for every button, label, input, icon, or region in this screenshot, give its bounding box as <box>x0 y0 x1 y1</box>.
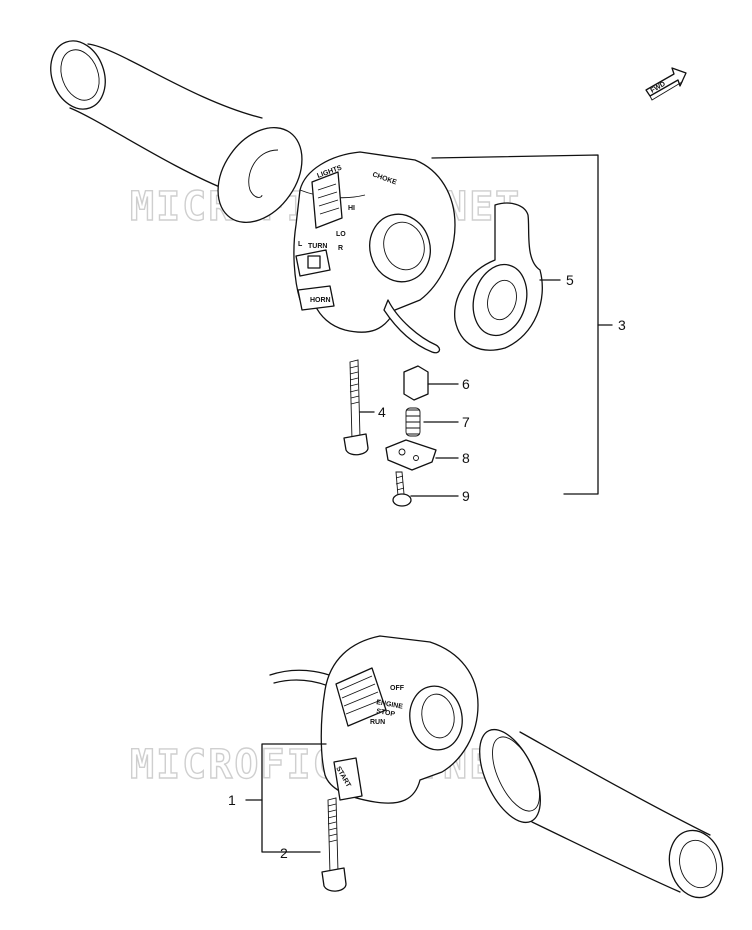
hi-label: HI <box>348 205 355 212</box>
part-6-illustration <box>403 365 429 401</box>
part-2-illustration <box>321 797 347 892</box>
part-1-bracket <box>261 743 327 853</box>
turn-left-mark: L <box>298 241 303 248</box>
off-label: OFF <box>390 685 405 692</box>
right-switch-housing-illustration: OFF ENGINE STOP RUN START <box>269 635 479 804</box>
part-5-illustration <box>454 202 543 351</box>
callout-9: 9 <box>462 488 470 504</box>
turn-right-mark: R <box>338 245 343 252</box>
callout-1: 1 <box>228 792 236 808</box>
callout-6: 6 <box>462 376 470 392</box>
part-9-illustration <box>392 471 412 507</box>
part-8-illustration <box>385 439 437 471</box>
engine-label: ENGINE <box>376 699 404 711</box>
run-label: RUN <box>370 719 385 726</box>
fwd-arrow-icon: FWD <box>645 67 687 101</box>
left-switch-housing-illustration: CHOKE LIGHTS HI LO TURN L R HORN <box>293 151 456 354</box>
horn-label: HORN <box>310 297 331 304</box>
callout-2: 2 <box>280 845 288 861</box>
part-7-illustration <box>405 407 421 437</box>
callout-4: 4 <box>378 404 386 420</box>
callout-3: 3 <box>618 317 626 333</box>
callout-7: 7 <box>462 414 470 430</box>
right-grip-illustration <box>479 728 724 899</box>
left-grip-illustration <box>50 40 303 223</box>
turn-label: TURN <box>308 243 327 250</box>
lo-label: LO <box>336 231 346 238</box>
callout-5: 5 <box>566 272 574 288</box>
callout-8: 8 <box>462 450 470 466</box>
stop-label: STOP <box>376 708 396 718</box>
part-4-illustration <box>343 359 369 456</box>
